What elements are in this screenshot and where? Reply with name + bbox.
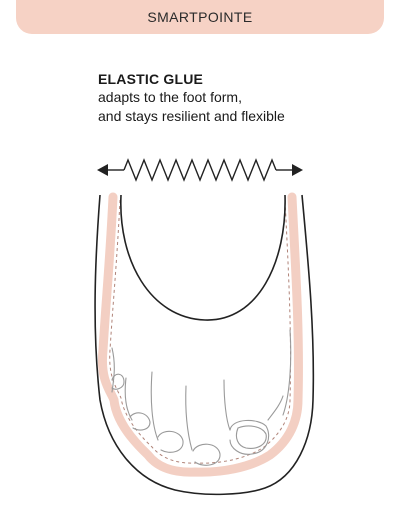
feature-caption: ELASTIC GLUE adapts to the foot form, an… <box>98 70 388 126</box>
feature-description-line-2: and stays resilient and flexible <box>98 108 285 124</box>
header-bar: SMARTPOINTE <box>16 0 384 34</box>
header-label: SMARTPOINTE <box>147 9 253 25</box>
elastic-glue-layer <box>97 192 303 477</box>
double-arrow-wave-icon <box>97 158 303 182</box>
shoe-opening <box>120 194 286 321</box>
feature-description-line-1: adapts to the foot form, <box>98 89 242 105</box>
foot-sketch <box>111 329 292 466</box>
shoe-outline <box>94 194 315 496</box>
feature-title: ELASTIC GLUE <box>98 71 204 87</box>
